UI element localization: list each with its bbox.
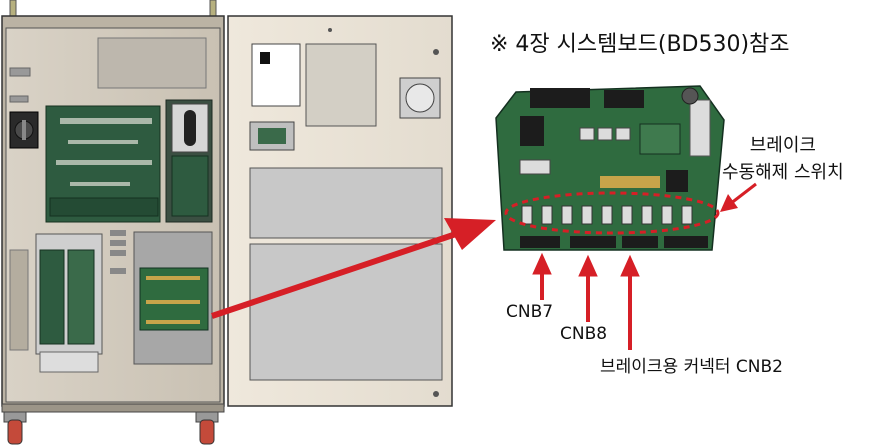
brake-release-switches [521, 205, 693, 225]
brake-switch-label-line2: 수동해제 스위치 [722, 162, 844, 183]
connector-arrows [532, 252, 640, 350]
cnb7-label: CNB7 [506, 302, 554, 322]
controller-cabinet [1, 15, 225, 445]
system-board-location [133, 231, 213, 365]
brake-connector-label: 브레이크용 커넥터 CNB2 [600, 357, 783, 377]
power-module [35, 233, 103, 373]
section-reference-title: ※ 4장 시스템보드(BD530)참조 [490, 32, 790, 57]
cabinet-door [227, 15, 453, 407]
big-red-arrow [211, 218, 496, 319]
switch-arrow [720, 182, 757, 212]
highlight-ellipse [504, 191, 720, 235]
main-control-board [45, 105, 161, 223]
terminal-blocks [110, 230, 126, 274]
servo-amp [165, 99, 213, 223]
main-switch-icon [9, 111, 39, 149]
cnb8-label: CNB8 [560, 324, 608, 344]
brake-switch-label: 브레이크 수동해제 스위치 [722, 132, 844, 186]
brake-switch-label-line1: 브레이크 [749, 135, 816, 156]
system-board-bd530 [495, 85, 725, 251]
caster-icons [3, 411, 219, 445]
